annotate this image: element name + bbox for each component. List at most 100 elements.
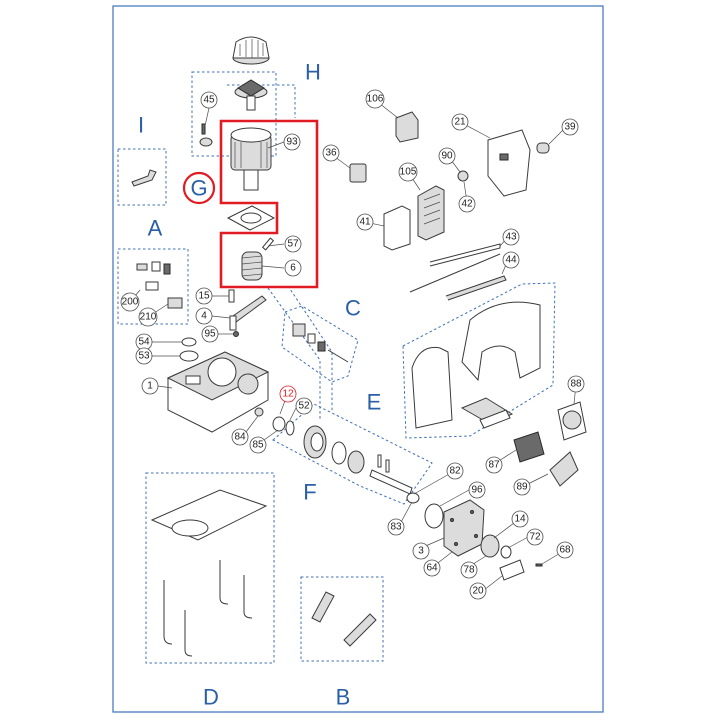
callout-200: 200 [120,292,140,312]
guide-line-2 [287,285,333,412]
part-39 [536,142,550,154]
cover-shell [411,301,541,429]
svg-text:96: 96 [471,485,483,496]
gasket [226,205,276,231]
svg-text:93: 93 [286,137,298,148]
callout-90: 90 [438,147,456,165]
svg-text:36: 36 [325,148,337,159]
group-label-c: C [345,296,361,321]
group-label-h: H [305,60,321,85]
svg-text:20: 20 [472,586,484,597]
callout-82: 82 [446,462,464,480]
gearbox-housing-1 [166,351,270,433]
ring-52 [285,420,295,436]
gear-disc [331,441,347,465]
anchor-bolts [163,560,253,657]
callout-83: 83 [387,518,405,536]
svg-text:15: 15 [198,291,210,302]
callout-106: 106 [365,89,385,109]
fan-cover [232,36,270,65]
fan-rotor [234,79,268,111]
group-label-g: G [190,176,207,201]
group-label-a: A [148,216,163,241]
group-c-box [281,305,359,383]
callout-52: 52 [295,397,313,415]
svg-text:53: 53 [138,351,150,362]
part-42 [457,170,469,182]
svg-text:41: 41 [359,217,371,228]
group-h-connector [227,84,296,118]
svg-text:64: 64 [426,563,438,574]
svg-text:44: 44 [505,255,517,266]
release-lever-4 [229,295,267,331]
svg-text:6: 6 [290,263,296,274]
callout-105: 105 [398,162,418,182]
svg-text:200: 200 [122,297,139,308]
svg-text:57: 57 [287,239,299,250]
bracket-20 [499,559,525,581]
diagram-frame [112,5,604,713]
svg-text:54: 54 [138,337,150,348]
gear-wheel [303,425,327,459]
svg-text:52: 52 [298,401,310,412]
svg-text:1: 1 [147,381,153,392]
callout-36: 36 [322,144,340,162]
group-i-box [117,148,167,206]
control-board-21 [487,129,531,197]
callout-15: 15 [195,287,213,305]
callout-39: 39 [561,118,579,136]
callout-41: 41 [356,213,374,231]
callout-20: 20 [469,582,487,600]
svg-text:42: 42 [461,199,473,210]
svg-text:43: 43 [505,232,517,243]
callout-72: 72 [526,528,544,546]
callout-43: 43 [502,228,520,246]
callout-6: 6 [284,259,302,277]
o-ring-96 [424,503,444,529]
battery-105 [417,185,445,241]
group-label-i: I [138,113,144,138]
callout-95: 95 [201,325,219,343]
callout-1: 1 [141,377,159,395]
svg-text:68: 68 [559,545,571,556]
ring-85 [272,416,286,432]
callout-87: 87 [485,456,503,474]
callout-96: 96 [468,481,486,499]
svg-text:21: 21 [454,117,466,128]
svg-text:85: 85 [252,440,264,451]
washer-54 [181,337,197,347]
switch-parts [292,323,349,363]
svg-text:3: 3 [418,546,424,557]
hardware-kit-a [136,261,183,309]
strip-44 [445,275,507,301]
transformer-36 [349,163,367,183]
guide-line-1 [267,287,321,420]
svg-text:90: 90 [441,151,453,162]
screw-95 [233,331,239,337]
svg-text:105: 105 [400,167,417,178]
svg-text:210: 210 [140,312,157,323]
callout-89: 89 [513,478,531,496]
callout-88: 88 [567,375,585,393]
cover-plate-3 [443,499,485,557]
callout-45: 45 [200,91,218,109]
callout-64: 64 [423,559,441,577]
callout-57: 57 [284,235,302,253]
group-b-box [300,576,384,662]
svg-text:84: 84 [234,432,246,443]
ring-72 [500,545,512,559]
svg-text:72: 72 [529,532,541,543]
release-keys [311,591,377,647]
motor-93 [230,127,272,191]
spare-key [131,169,157,187]
callout-68: 68 [556,541,574,559]
group-g-circle [182,171,216,205]
svg-text:82: 82 [449,466,461,477]
worm-gear-6 [241,237,275,281]
svg-text:88: 88 [570,379,582,390]
pin-15 [228,289,235,303]
svg-text:106: 106 [367,94,384,105]
callout-93: 93 [283,133,301,151]
svg-text:78: 78 [463,565,475,576]
